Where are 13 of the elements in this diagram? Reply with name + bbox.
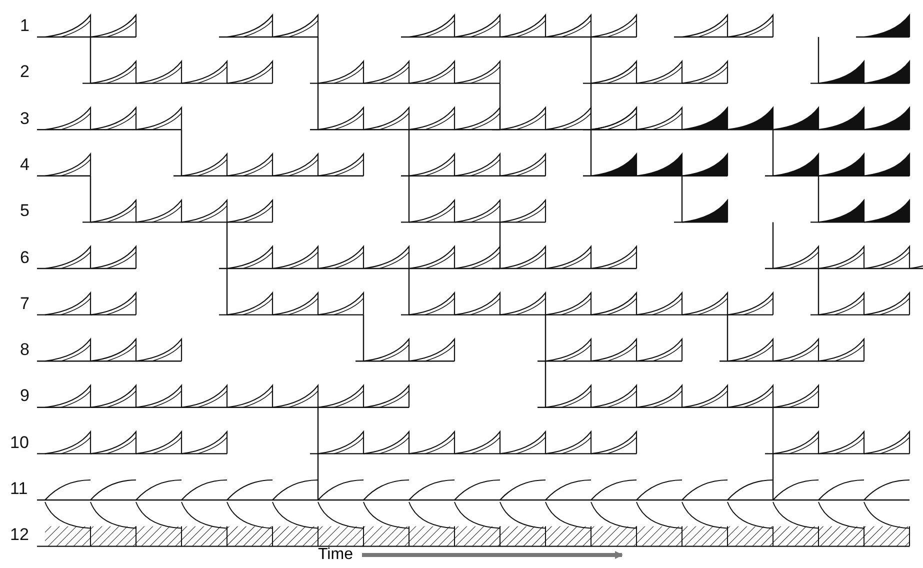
row-number: 10 — [10, 432, 29, 453]
row-number: 7 — [20, 294, 30, 314]
row-number: 8 — [20, 340, 30, 360]
row-number: 6 — [20, 248, 30, 268]
row-number: 3 — [20, 108, 30, 129]
row-number: 1 — [20, 16, 30, 36]
row-number: 9 — [20, 386, 30, 406]
row-number: 11 — [10, 479, 28, 499]
row-number: 5 — [20, 201, 30, 222]
row-number: 2 — [20, 62, 30, 82]
axis-label: Time — [318, 545, 353, 565]
row-number: 12 — [10, 525, 29, 546]
row-number: 4 — [20, 154, 30, 175]
